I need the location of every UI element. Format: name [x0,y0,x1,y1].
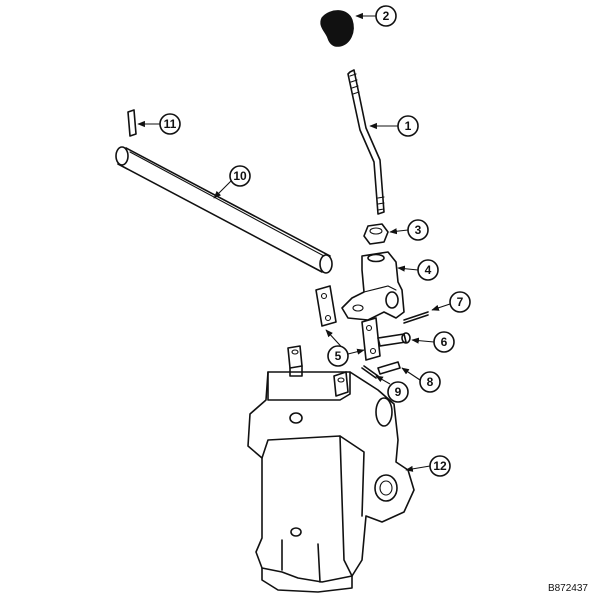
svg-text:11: 11 [164,117,177,131]
nut-part [363,223,389,245]
callout-2: 2 [355,5,397,27]
rod-part [115,146,333,274]
svg-text:6: 6 [441,335,448,349]
svg-text:9: 9 [395,385,402,399]
callout-3: 3 [389,219,429,241]
roll-pin-part [127,109,137,137]
svg-text:7: 7 [457,295,464,309]
link-plate-parts [315,285,381,361]
reference-code: B872437 [547,583,588,594]
knob-part [320,10,354,47]
small-pin-part [377,361,401,375]
cotter-pin-9-part [361,365,379,379]
callout-11: 11 [137,113,181,135]
pin-part [377,332,411,347]
callout-4: 4 [397,259,439,281]
callout-5: 5 [325,329,365,367]
svg-text:12: 12 [433,459,447,473]
callout-7: 7 [431,291,471,313]
callout-8: 8 [401,367,441,393]
callout-10: 10 [213,165,251,199]
svg-text:10: 10 [233,169,247,183]
cotter-pin-7-part [403,311,429,324]
callout-6: 6 [411,331,455,353]
callout-1: 1 [369,115,419,137]
svg-text:3: 3 [415,223,422,237]
valve-body-part [247,345,415,593]
svg-text:4: 4 [425,263,432,277]
callout-12: 12 [405,455,451,477]
svg-text:2: 2 [383,9,390,23]
svg-text:8: 8 [427,375,434,389]
lever-bracket-part [341,251,405,321]
svg-text:1: 1 [405,119,412,133]
callout-9: 9 [375,375,409,403]
lever-rod-part [347,69,385,215]
svg-text:5: 5 [335,349,342,363]
